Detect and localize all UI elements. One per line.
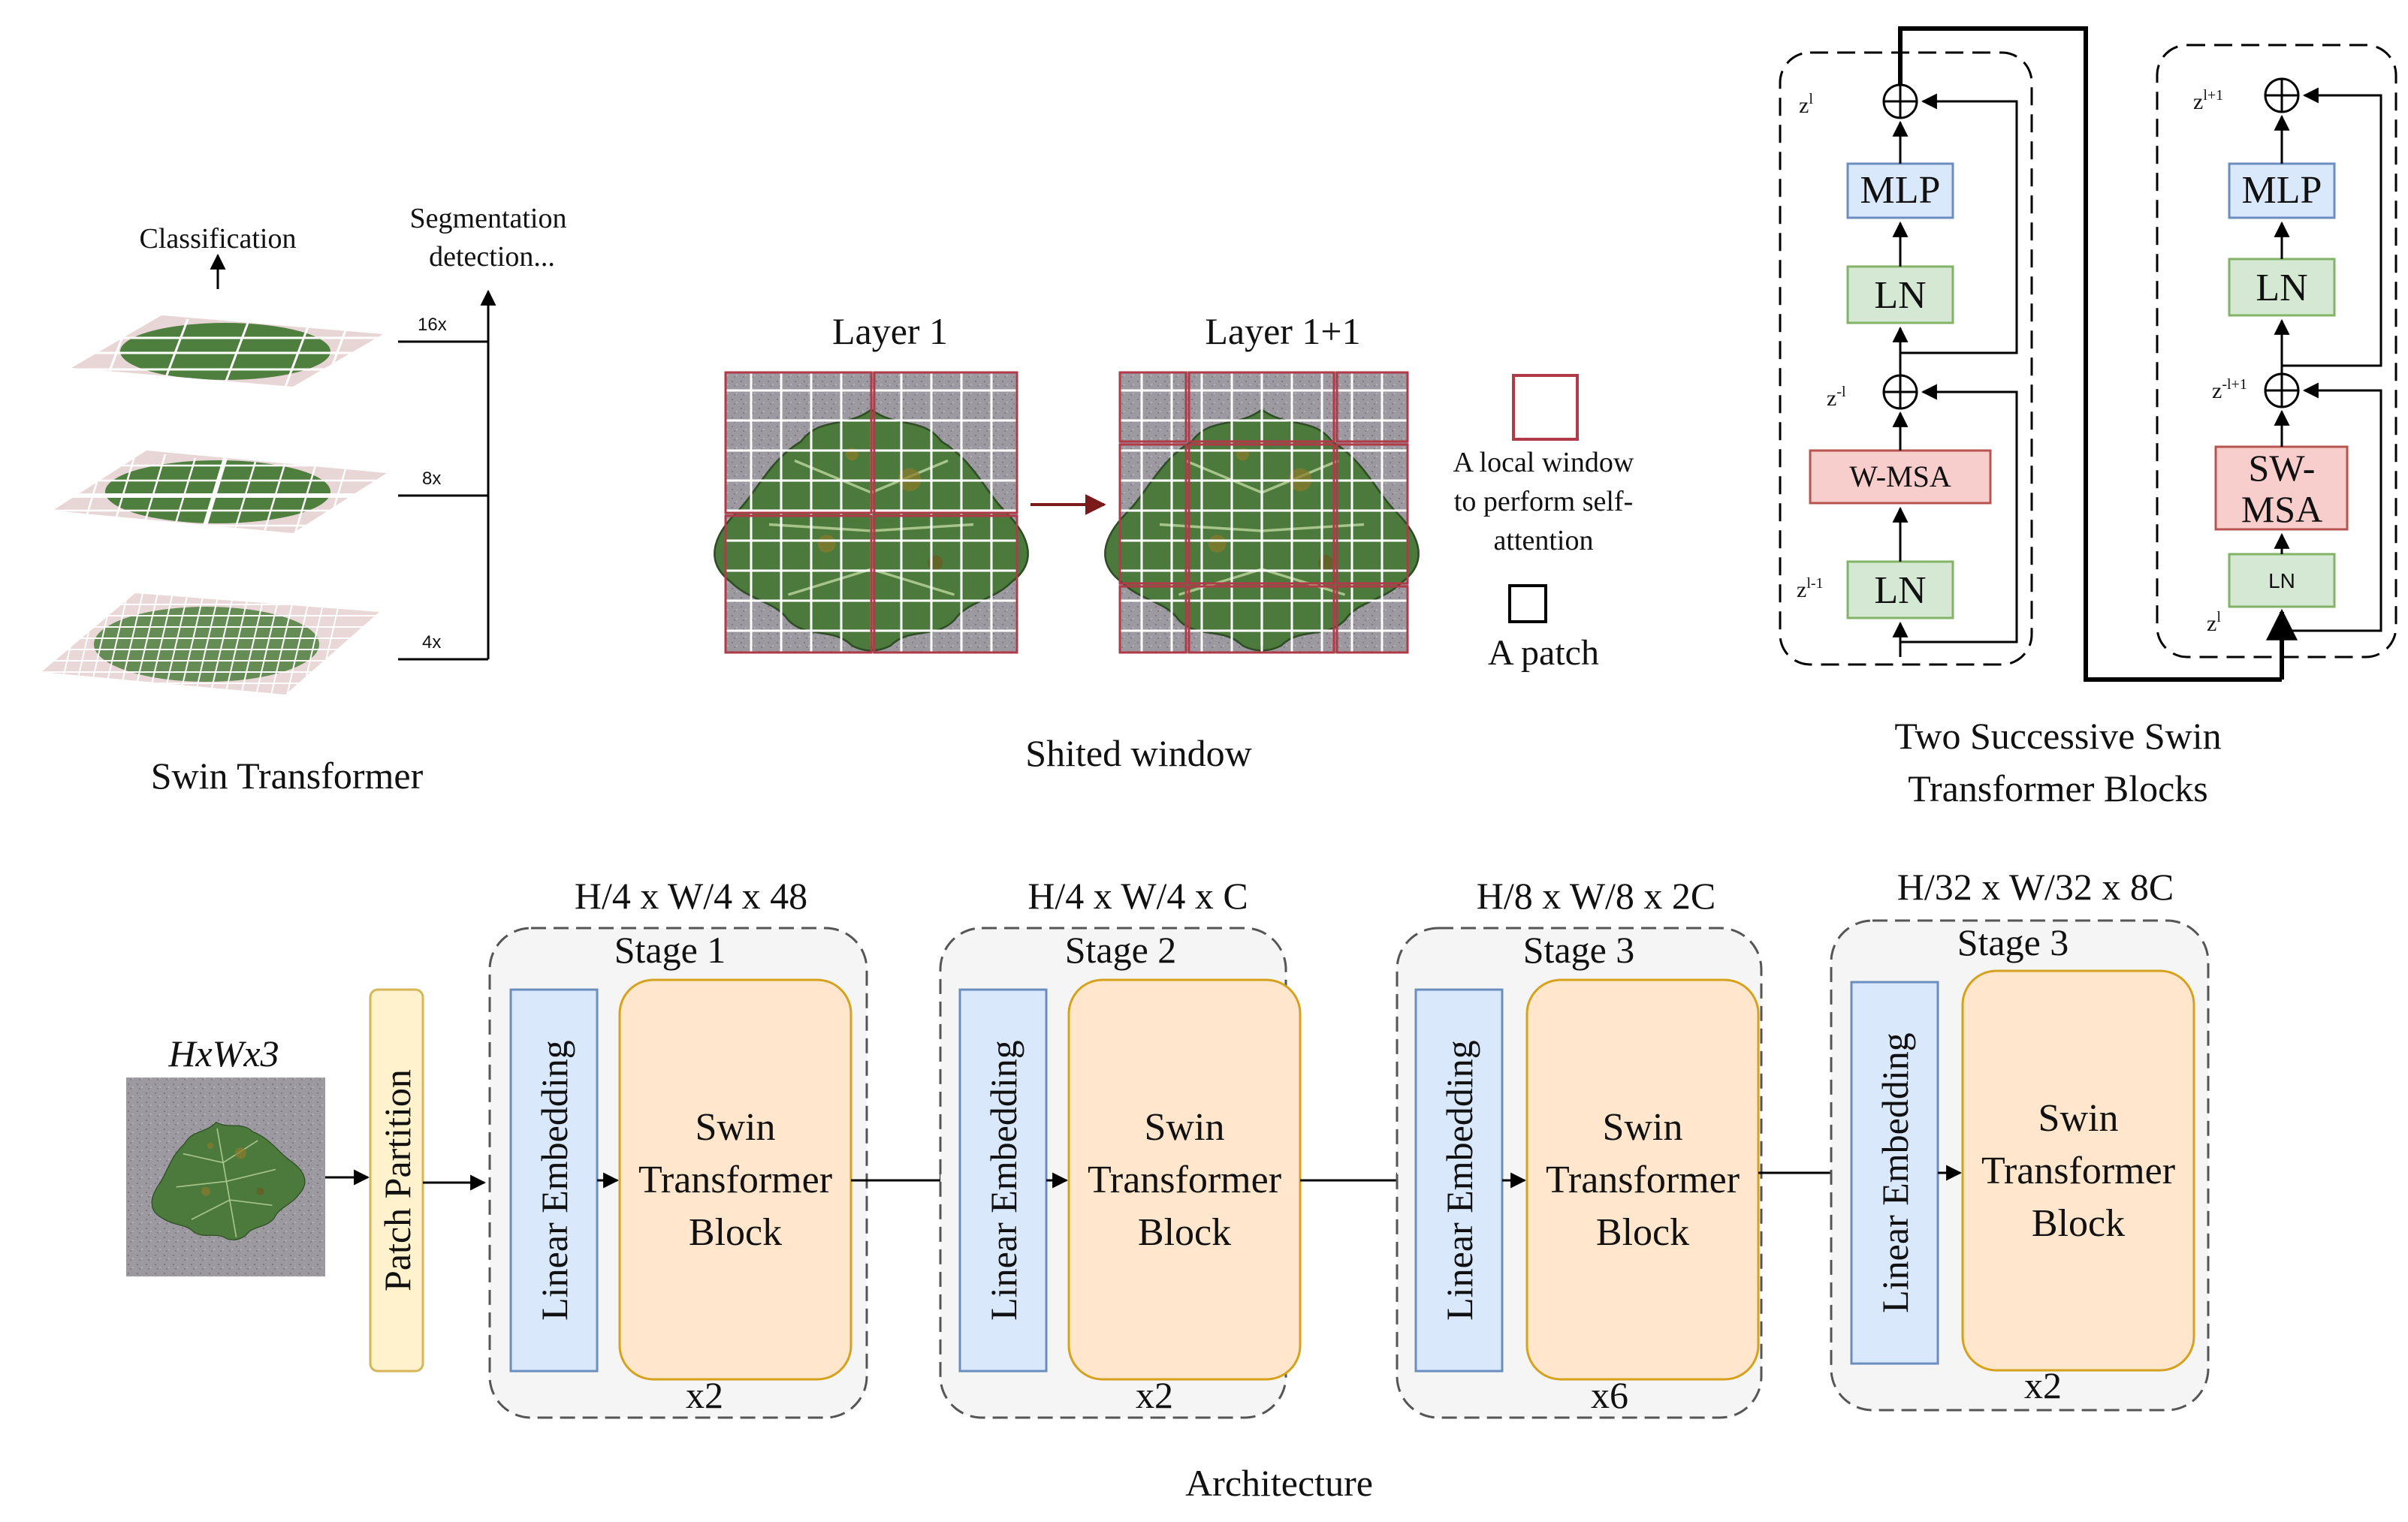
stage-4-linear-embedding-label: Linear Embedding xyxy=(1874,1032,1916,1313)
stage-1: H/4 x W/4 x 48 Stage 1 Linear Embedding … xyxy=(488,875,868,1419)
pyramid-section: Classification Segmentation detection... xyxy=(41,203,567,797)
blocks-caption-line1: Two Successive Swin xyxy=(1894,715,2221,757)
classification-label: Classification xyxy=(140,223,297,255)
left-swin-block: MLP LN W-MSA LN zl z-l zl-1 xyxy=(1797,83,2018,657)
stage-3-block-line1: Swin xyxy=(1603,1106,1683,1149)
stage-3-name: Stage 3 xyxy=(1523,929,1635,971)
stage-4: H/32 x W/32 x 8C Stage 3 Linear Embeddin… xyxy=(1830,866,2210,1412)
stage-2-linear-embedding-label: Linear Embedding xyxy=(982,1040,1024,1321)
successive-blocks-section: MLP LN W-MSA LN zl z-l zl-1 xyxy=(1779,26,2397,809)
stage-4-block-line1: Swin xyxy=(2038,1097,2119,1140)
architecture-section: HxWx3 Patch Partition H/4 x W/4 x 48 Sta… xyxy=(126,866,2210,1504)
left-z-mid: z-l xyxy=(1827,384,1846,411)
left-z-in: zl-1 xyxy=(1797,575,1824,602)
blocks-caption-line2: Transformer Blocks xyxy=(1908,767,2208,809)
stage-1-repeat: x2 xyxy=(686,1374,723,1416)
architecture-caption: Architecture xyxy=(1185,1462,1373,1504)
layer-l1-image xyxy=(1103,371,1420,654)
stage-3-linear-embedding-label: Linear Embedding xyxy=(1438,1040,1480,1321)
stage-3-dims: H/8 x W/8 x 2C xyxy=(1477,875,1716,917)
layer-l1-label: Layer 1+1 xyxy=(1205,310,1360,352)
feature-map-4x xyxy=(41,593,379,695)
patch-partition-label: Patch Partition xyxy=(376,1069,418,1291)
left-ln-bottom-label: LN xyxy=(1874,569,1926,612)
right-z-out: zl+1 xyxy=(2193,87,2223,114)
right-z-mid: z-l+1 xyxy=(2212,376,2247,403)
stage-1-linear-embedding-box xyxy=(509,988,599,1373)
feature-map-8x xyxy=(53,451,387,533)
stage-2-block-line3: Block xyxy=(1138,1211,1231,1254)
stage-1-block-line2: Transformer xyxy=(638,1159,832,1201)
patch-legend-box xyxy=(1508,584,1547,623)
right-swmsa-label-1: SW- xyxy=(2249,447,2316,489)
stage-4-swin-block-box xyxy=(1961,969,2195,1372)
local-window-legend-line1: A local window xyxy=(1453,447,1634,478)
right-z-in: zl xyxy=(2207,609,2221,636)
shifted-window-caption: Shited window xyxy=(1025,732,1251,774)
right-swin-block: MLP LN SW- MSA LN zl+1 z-l+1 zl xyxy=(2193,77,2382,636)
detection-label: detection... xyxy=(429,241,555,273)
scale-8x: 8x xyxy=(422,469,441,489)
right-ln-bottom-box xyxy=(2228,553,2336,608)
stage-2-linear-embedding-box xyxy=(958,988,1048,1373)
stage-1-linear-embedding-label: Linear Embedding xyxy=(533,1040,575,1321)
input-size-label: HxWx3 xyxy=(167,1032,279,1074)
segmentation-label: Segmentation xyxy=(410,203,567,234)
stage-1-name: Stage 1 xyxy=(614,929,726,971)
stage-1-block-line3: Block xyxy=(689,1211,782,1254)
stage-2-repeat: x2 xyxy=(1136,1374,1173,1416)
local-window-legend-box xyxy=(1512,374,1579,441)
stage-4-dims: H/32 x W/32 x 8C xyxy=(1897,866,2174,908)
layer-l-label: Layer 1 xyxy=(832,310,948,352)
left-wmsa-label: W-MSA xyxy=(1849,460,1951,493)
feature-map-16x xyxy=(71,315,383,387)
stage-4-linear-embedding-box xyxy=(1850,981,1939,1365)
stage-3-block-line2: Transformer xyxy=(1546,1159,1740,1201)
left-z-out: zl xyxy=(1799,91,1813,118)
stage-3-linear-embedding-box xyxy=(1414,988,1504,1373)
inter-block-connection xyxy=(1898,26,2282,682)
stage-4-block-line3: Block xyxy=(2032,1202,2125,1245)
stage-1-block-line1: Swin xyxy=(696,1106,776,1149)
stage-3-swin-block-box xyxy=(1525,978,1760,1381)
right-ln-bottom-label: LN xyxy=(2268,569,2295,592)
right-ln-top-box xyxy=(2228,258,2336,317)
scale-16x: 16x xyxy=(418,315,447,335)
patch-partition-box xyxy=(369,988,424,1373)
stage-4-block-line2: Transformer xyxy=(1981,1150,2175,1192)
left-mlp-label: MLP xyxy=(1860,169,1941,212)
stage-2-block-line2: Transformer xyxy=(1088,1159,1281,1201)
scale-4x: 4x xyxy=(422,632,441,653)
left-ln-top-label: LN xyxy=(1874,274,1926,317)
left-ln-top-box xyxy=(1846,265,1954,324)
local-window-legend-line2: to perform self- xyxy=(1454,486,1633,517)
right-swmsa-box xyxy=(2214,445,2349,531)
stage-4-repeat: x2 xyxy=(2024,1364,2062,1406)
patch-legend-label: A patch xyxy=(1488,633,1599,673)
right-mlp-label: MLP xyxy=(2242,169,2322,212)
stage-3-block-line3: Block xyxy=(1596,1211,1689,1254)
layer-l-image xyxy=(713,371,1030,654)
stage-3-repeat: x6 xyxy=(1591,1374,1628,1416)
left-ln-bottom-box xyxy=(1846,560,1954,619)
stage-4-name: Stage 3 xyxy=(1957,921,2069,963)
scale-connectors xyxy=(398,297,490,661)
right-swmsa-label-2: MSA xyxy=(2241,488,2322,530)
stage-2-block-line1: Swin xyxy=(1145,1106,1225,1149)
local-window-legend-line3: attention xyxy=(1494,525,1594,556)
pyramid-caption: Swin Transformer xyxy=(151,755,424,797)
input-leaf-image xyxy=(126,1077,325,1276)
shifted-window-section: Layer 1 Layer 1+1 xyxy=(713,310,1634,774)
stage-2: H/4 x W/4 x C Stage 2 Linear Embedding S… xyxy=(939,875,1302,1419)
right-ln-top-label: LN xyxy=(2256,267,2307,309)
right-block-container xyxy=(2156,44,2397,659)
stage-2-name: Stage 2 xyxy=(1065,929,1177,971)
stage-1-dims: H/4 x W/4 x 48 xyxy=(575,875,807,917)
stage-3: H/8 x W/8 x 2C Stage 3 Linear Embedding … xyxy=(1396,875,1763,1419)
right-mlp-box xyxy=(2228,162,2336,219)
left-block-container xyxy=(1779,51,2033,666)
stage-2-dims: H/4 x W/4 x C xyxy=(1027,875,1248,917)
